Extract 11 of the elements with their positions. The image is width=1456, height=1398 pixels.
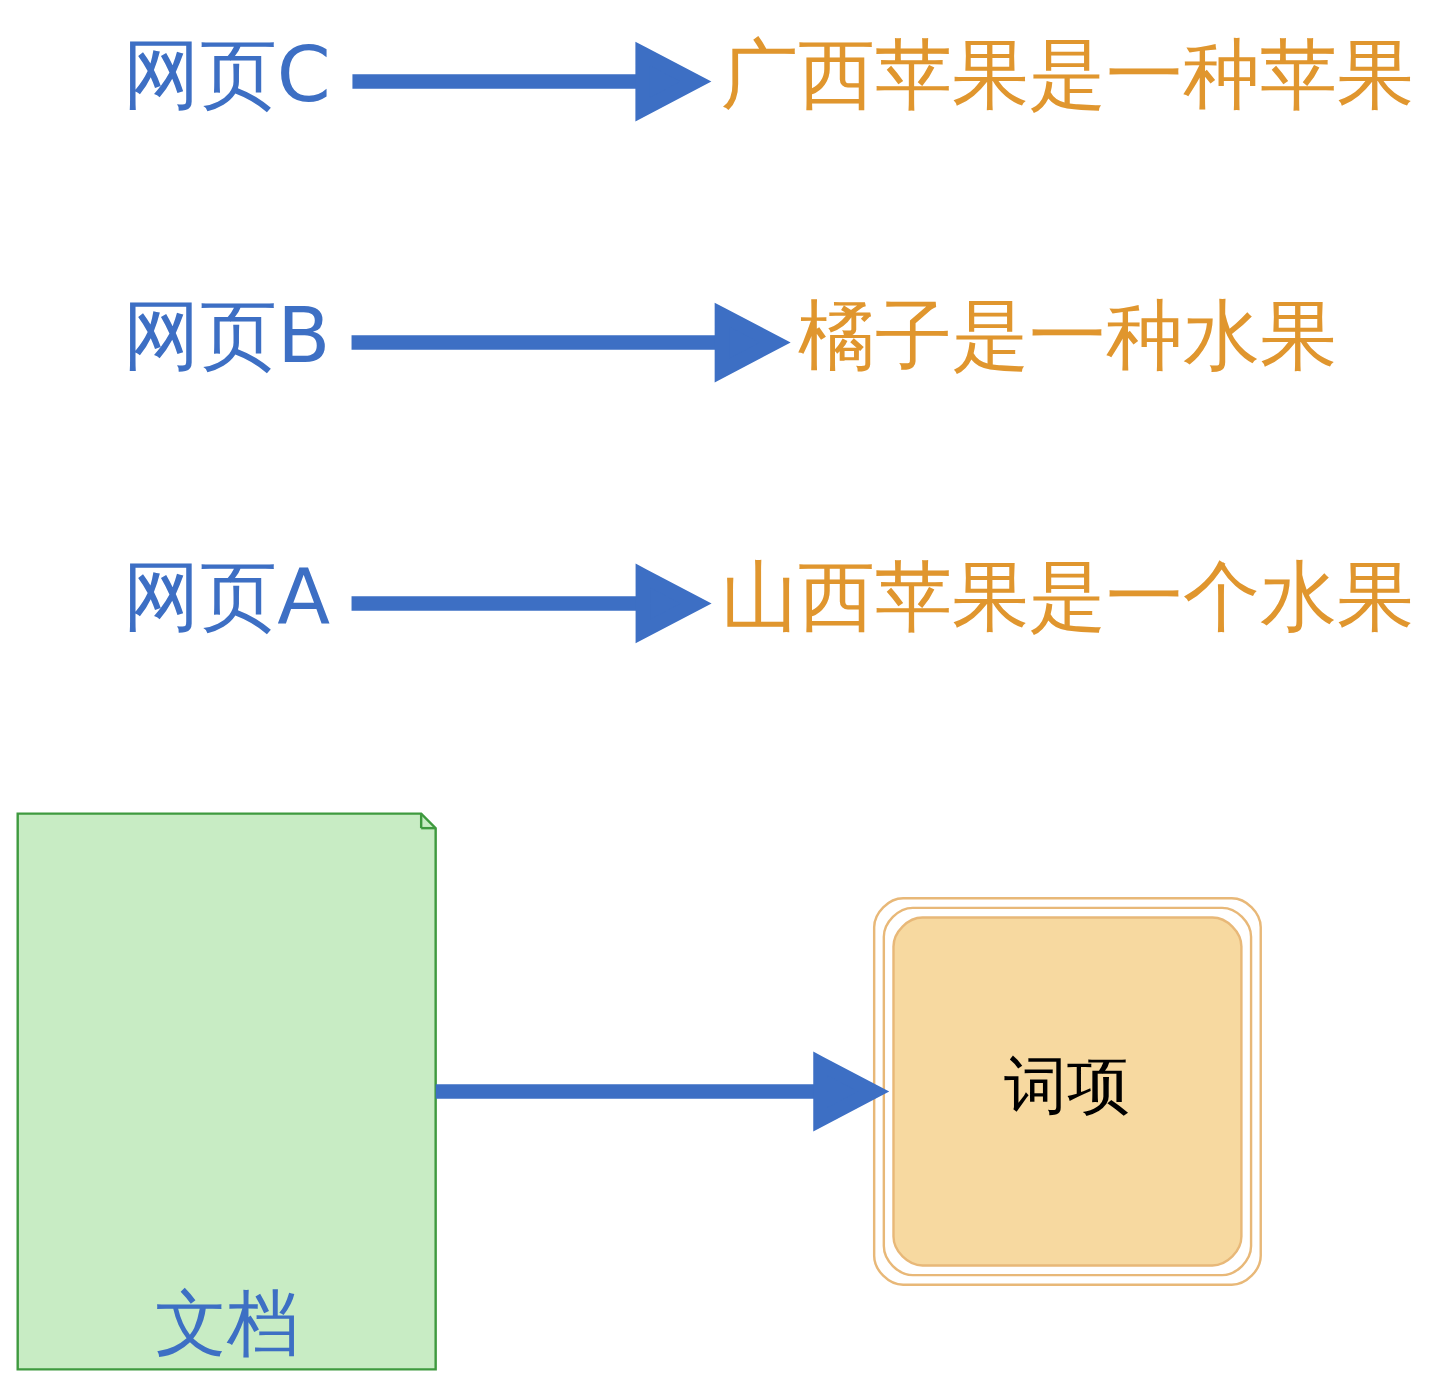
- node-text: 广西苹果是一种苹果: [720, 28, 1414, 119]
- node-text: 山西苹果是一个水果: [720, 550, 1414, 641]
- node-text: 网页C: [122, 28, 331, 119]
- node-text: 橘子是一种水果: [797, 289, 1337, 380]
- arrow: [435, 1051, 890, 1131]
- arrow: [351, 302, 791, 382]
- arrow: [352, 41, 712, 121]
- node-box: 词项: [872, 896, 1262, 1286]
- arrow: [351, 563, 712, 643]
- node-text: 网页A: [123, 550, 331, 641]
- node-text: 网页B: [123, 289, 331, 380]
